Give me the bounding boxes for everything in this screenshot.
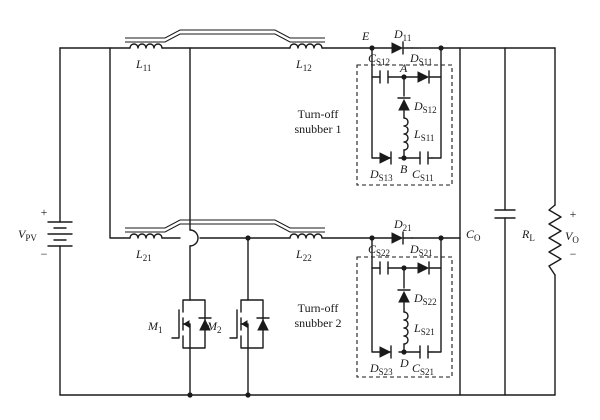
- label-vo: VO: [565, 229, 579, 245]
- label-l12: L12: [295, 57, 312, 73]
- source-minus-sign: −: [41, 247, 48, 261]
- diode-ds12: [397, 97, 411, 111]
- label-cs22: CS22: [368, 242, 390, 258]
- magnetic-core-2: [125, 219, 325, 233]
- diode-ds13: [379, 151, 392, 165]
- capacitor-cs11: [419, 151, 429, 165]
- snubber-1-title-line1: Turn-off: [298, 107, 339, 121]
- label-l11: L11: [135, 57, 151, 73]
- label-l22: L22: [295, 247, 312, 263]
- node-a-label: A: [399, 61, 408, 75]
- capacitor-cs12: [379, 70, 389, 84]
- diode-d21: [391, 231, 413, 245]
- label-ds13: DS13: [369, 167, 393, 183]
- junction-dots: [187, 45, 444, 398]
- label-m1: M1: [147, 319, 163, 335]
- wires: [59, 47, 556, 396]
- magnetic-core-1: [125, 29, 325, 43]
- inductor-l11: [129, 43, 163, 49]
- resistor-rl: [548, 204, 562, 276]
- label-ds22: DS22: [413, 291, 437, 307]
- capacitor-co: [494, 209, 516, 219]
- snubber-2-title-line2: snubber 2: [295, 316, 342, 330]
- label-vpv: VPV: [18, 227, 37, 243]
- label-rl: RL: [521, 227, 535, 243]
- capacitor-cs21: [419, 345, 429, 359]
- diode-ds22: [397, 289, 411, 303]
- label-ds23: DS23: [369, 361, 393, 377]
- diode-ds11: [417, 70, 430, 84]
- inductor-l21: [129, 233, 163, 239]
- mosfet-m2: [229, 299, 270, 349]
- inductor-ls11: [403, 117, 409, 151]
- label-ls21: LS21: [413, 321, 435, 337]
- diode-d11: [391, 41, 413, 55]
- snubber-2: [356, 237, 453, 378]
- snubber-2-title-line1: Turn-off: [298, 301, 339, 315]
- wire-crossover: [189, 229, 199, 247]
- output-plus-sign: +: [570, 207, 577, 221]
- label-m2: M2: [206, 319, 222, 335]
- label-cs21: CS21: [412, 361, 434, 377]
- label-cs11: CS11: [412, 167, 434, 183]
- output-minus-sign: −: [570, 247, 577, 261]
- source-plus-sign: +: [41, 205, 48, 219]
- label-cs12: CS12: [368, 51, 390, 67]
- label-co: CO: [466, 227, 481, 243]
- inductor-ls21: [403, 311, 409, 345]
- label-d11: D11: [393, 27, 411, 43]
- inductor-l12: [289, 43, 323, 49]
- inductor-l22: [289, 233, 323, 239]
- diode-ds21: [417, 261, 430, 275]
- label-ls11: LS11: [413, 127, 434, 143]
- label-ds21: DS21: [409, 242, 433, 258]
- node-d-label: D: [399, 356, 409, 370]
- diode-ds23: [379, 345, 392, 359]
- snubber-1-title-line2: snubber 1: [295, 122, 342, 136]
- label-l21: L21: [135, 247, 152, 263]
- mosfet-m1: [171, 299, 212, 349]
- label-ds11: DS11: [409, 51, 432, 67]
- label-ds12: DS12: [413, 99, 437, 115]
- node-b-label: B: [400, 162, 408, 176]
- node-e-label: E: [361, 29, 370, 43]
- pv-source: [47, 221, 73, 247]
- capacitor-cs22: [379, 261, 389, 275]
- label-d21: D21: [393, 217, 412, 233]
